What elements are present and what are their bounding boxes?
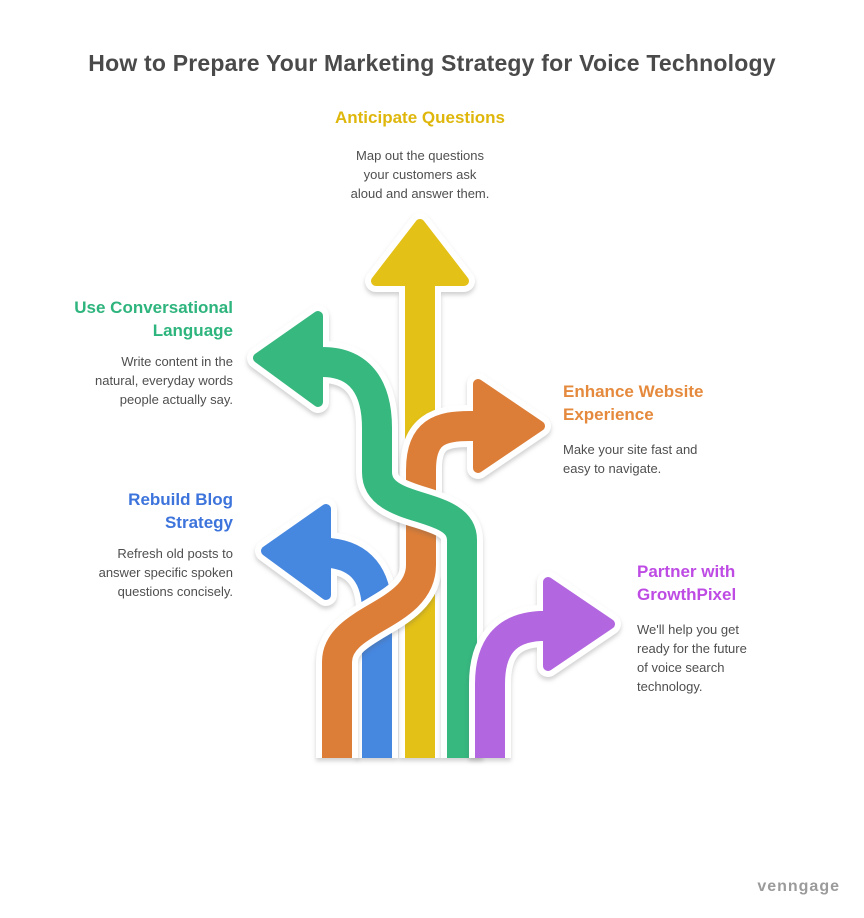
- page-title: How to Prepare Your Marketing Strategy f…: [88, 50, 776, 76]
- rebuild-blog-body: Refresh old posts to answer specific spo…: [98, 546, 233, 599]
- purple-right-arrow: [469, 571, 621, 758]
- green-left-arrow: [247, 305, 483, 758]
- partner-growthpixel-heading: Partner with GrowthPixel: [637, 562, 737, 604]
- rebuild-blog-heading: Rebuild Blog Strategy: [128, 490, 233, 532]
- enhance-website-body: Make your site fast and easy to navigate…: [563, 442, 698, 476]
- orange-right-arrow: [316, 373, 551, 758]
- partner-growthpixel-body: We'll help you get ready for the future …: [637, 622, 747, 694]
- anticipate-questions-body: Map out the questions your customers ask…: [350, 148, 490, 201]
- brand-watermark: venngage: [757, 878, 840, 895]
- conversational-language-body: Write content in the natural, everyday w…: [94, 354, 233, 407]
- enhance-website-heading: Enhance Website Experience: [563, 382, 704, 424]
- anticipate-questions-heading: Anticipate Questions: [334, 108, 506, 127]
- conversational-language-heading: Use Conversational Language: [74, 298, 233, 340]
